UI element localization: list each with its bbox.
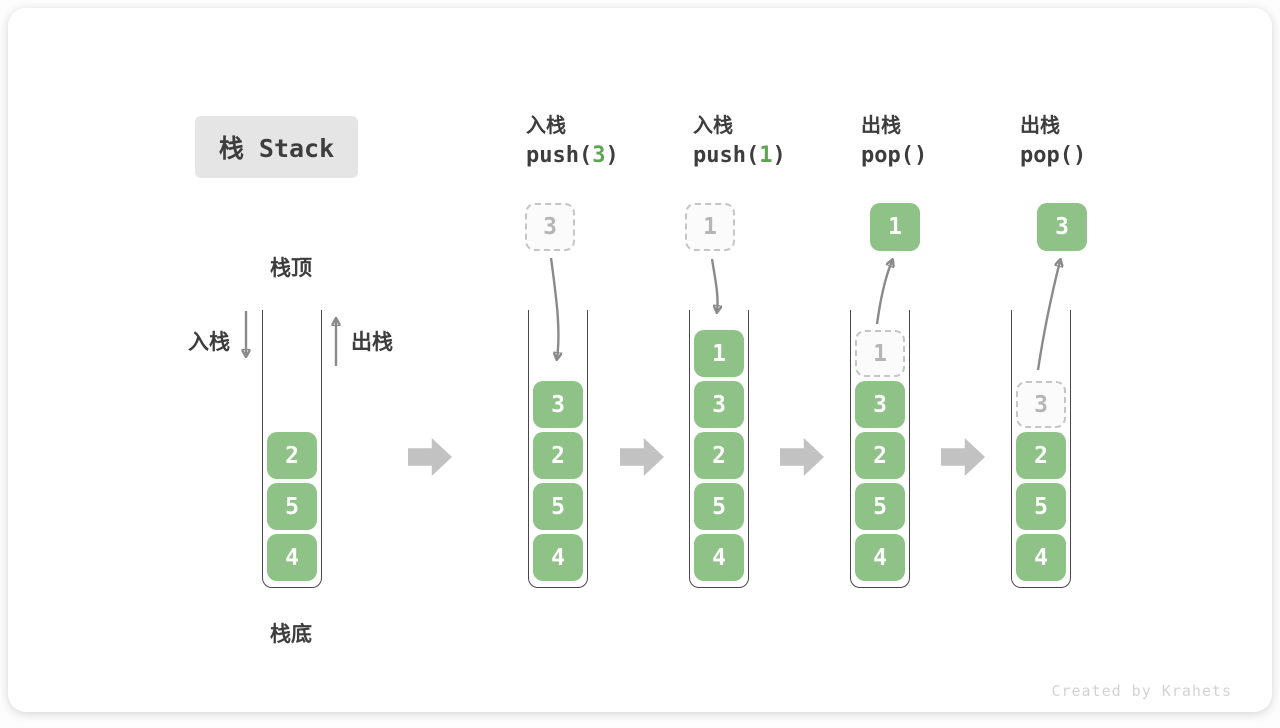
- op-code-label: push(1): [693, 140, 786, 172]
- code-suffix: ): [913, 143, 928, 168]
- stack-cell: 2: [855, 432, 905, 479]
- stack-cell: 4: [855, 534, 905, 581]
- title-box: 栈 Stack: [195, 116, 358, 178]
- push-curve-arrow-icon: [710, 258, 718, 311]
- stack-cell: 2: [1016, 432, 1066, 479]
- step-right-arrow-icon: [620, 438, 664, 476]
- stack-bottom-label: 栈底: [270, 623, 312, 646]
- stack-cell: 3: [694, 381, 744, 428]
- stack-cell: 3: [855, 381, 905, 428]
- stack-cell: 1: [694, 330, 744, 377]
- stack-cell: 3: [533, 381, 583, 428]
- code-argument: 3: [592, 143, 606, 168]
- code-suffix: ): [772, 143, 786, 168]
- watermark: Created by Krahets: [1051, 682, 1232, 700]
- stack-cell: 2: [533, 432, 583, 479]
- code-prefix: pop(: [861, 143, 914, 168]
- code-prefix: push(: [693, 143, 760, 168]
- op-action-label: 入栈: [693, 115, 733, 137]
- op-label-2: 入栈 push(1): [693, 112, 786, 172]
- op-code-label: pop(): [1020, 140, 1086, 172]
- code-prefix: pop(: [1020, 143, 1073, 168]
- code-suffix: ): [1072, 143, 1087, 168]
- floating-ghost-cell: 3: [525, 203, 575, 251]
- step-right-arrow-icon: [780, 438, 824, 476]
- pop-direction-label: 出栈: [351, 331, 393, 354]
- floating-cell: 3: [1037, 203, 1087, 251]
- op-code-label: pop(): [861, 140, 927, 172]
- stack-cell: 2: [694, 432, 744, 479]
- step-right-arrow-icon: [941, 438, 985, 476]
- code-prefix: push(: [526, 143, 593, 168]
- op-code-label: push(3): [526, 140, 619, 172]
- stack-cell: 4: [694, 534, 744, 581]
- stack-cell: 5: [1016, 483, 1066, 530]
- push-direction-label: 入栈: [188, 331, 230, 354]
- op-action-label: 出栈: [1020, 115, 1060, 137]
- stack-cell-ghost: 1: [855, 330, 905, 377]
- floating-ghost-cell: 1: [685, 203, 735, 251]
- op-action-label: 出栈: [861, 115, 901, 137]
- op-label-1: 入栈 push(3): [526, 112, 619, 172]
- stack-cell: 2: [267, 432, 317, 479]
- stack-cell-ghost: 3: [1016, 381, 1066, 428]
- step-right-arrow-icon: [408, 438, 452, 476]
- op-action-label: 入栈: [526, 115, 566, 137]
- stack-cell: 4: [267, 534, 317, 581]
- stack-cell: 5: [855, 483, 905, 530]
- op-label-4: 出栈 pop(): [1020, 112, 1086, 172]
- op-label-3: 出栈 pop(): [861, 112, 927, 172]
- stack-top-label: 栈顶: [270, 257, 312, 280]
- code-argument: 1: [759, 143, 773, 168]
- diagram-title: 栈 Stack: [218, 134, 335, 163]
- stack-cell: 5: [694, 483, 744, 530]
- stack-cell: 5: [533, 483, 583, 530]
- stack-cell: 5: [267, 483, 317, 530]
- stack-cell: 4: [1016, 534, 1066, 581]
- floating-cell: 1: [870, 203, 920, 251]
- code-suffix: ): [605, 143, 619, 168]
- stack-cell: 4: [533, 534, 583, 581]
- diagram-card: 栈 Stack 栈顶 栈底 入栈 出栈 Created by Krahets 2…: [8, 8, 1272, 712]
